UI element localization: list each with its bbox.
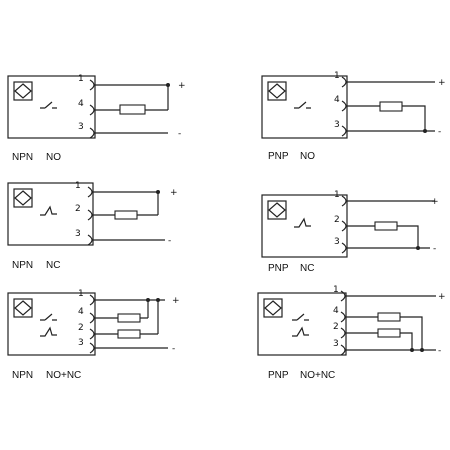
sensor-symbol-icon [267,81,287,101]
pin-label: 3 [78,122,84,132]
polarity-minus: - [433,244,436,254]
output-mode-label: NC [300,263,314,274]
output-mode-label: NO [300,151,315,162]
output-mode-label: NO+NC [46,370,81,381]
sensor-symbol-icon [13,188,33,208]
diagram-pnp-no-nc: 1 4 2 3 + - PNP NO+NC [257,285,446,381]
polarity-plus: + [178,81,186,91]
load-resistor [117,329,141,339]
polarity-minus: - [172,344,175,354]
transistor-type-label: PNP [268,370,289,381]
load-resistor [114,210,138,220]
diagram-npn-no: 1 4 3 + - NPN NO [7,74,186,163]
pin-label: 2 [78,323,84,333]
pin-label: 1 [334,190,340,200]
diagram-pnp-nc: 1 2 3 + - PNP NC [261,190,439,274]
polarity-plus: + [438,78,446,88]
pin-label: 4 [334,95,340,105]
pin-label: 1 [334,71,340,81]
pin-label: 1 [78,74,84,84]
diagram-npn-no-nc: 1 4 2 3 + - NPN NO+NC [7,289,180,381]
output-mode-label: NO [46,152,61,163]
pin-label: 4 [333,306,339,316]
pin-label: 3 [333,339,339,349]
load-resistor [117,313,141,323]
polarity-plus: + [431,197,439,207]
switch-contact-no-icon [40,313,57,321]
polarity-plus: + [172,296,180,306]
sensor-body [261,75,348,139]
polarity-minus: - [438,346,441,356]
transistor-type-label: PNP [268,151,289,162]
pin-label: 1 [78,289,84,299]
pin-label: 3 [78,338,84,348]
pin-label: 4 [78,307,84,317]
pin-label: 2 [334,215,340,225]
switch-contact-nc-icon [294,217,311,228]
pin-label: 4 [78,99,84,109]
pin-label: 3 [75,229,81,239]
polarity-plus: + [438,292,446,302]
load-resistor [119,104,146,115]
load-resistor [379,101,403,112]
switch-contact-nc-icon [292,326,309,337]
pin-label: 1 [333,285,339,295]
sensor-symbol-icon [267,200,287,220]
diagram-pnp-no: 1 4 3 + - PNP NO [261,71,446,162]
pin-label: 3 [334,120,340,130]
output-mode-label: NO+NC [300,370,335,381]
polarity-plus: + [170,188,178,198]
sensor-symbol-icon [263,298,283,318]
sensor-symbol-icon [13,298,33,318]
load-resistor [377,328,401,338]
load-resistor [374,221,398,231]
switch-contact-no-icon [294,101,311,109]
pin-label: 2 [333,322,339,332]
polarity-minus: - [438,127,441,137]
pin-label: 1 [75,181,81,191]
switch-contact-nc-icon [40,326,57,337]
switch-contact-nc-icon [40,205,57,216]
transistor-type-label: NPN [12,370,33,381]
output-mode-label: NC [46,260,60,271]
diagram-npn-nc: 1 2 3 + - NPN NC [7,181,178,271]
polarity-minus: - [168,236,171,246]
transistor-type-label: NPN [12,260,33,271]
pin-label: 2 [75,204,81,214]
transistor-type-label: NPN [12,152,33,163]
switch-contact-no-icon [292,313,309,321]
switch-contact-no-icon [40,101,57,109]
transistor-type-label: PNP [268,263,289,274]
polarity-minus: - [178,129,181,139]
load-resistor [377,312,401,322]
sensor-symbol-icon [13,81,33,101]
pin-label: 3 [334,237,340,247]
